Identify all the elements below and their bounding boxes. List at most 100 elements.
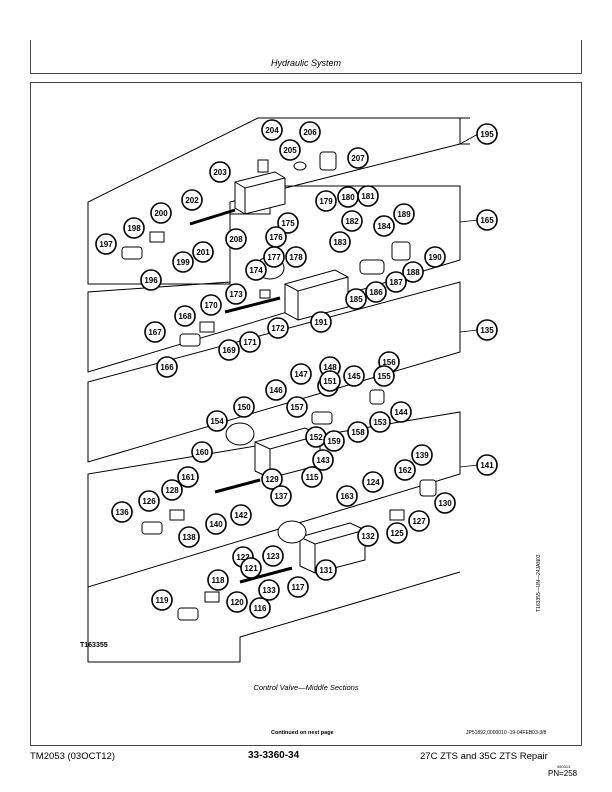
bracket-195	[460, 117, 470, 145]
callout-label: 144	[394, 408, 408, 417]
section-leaders	[459, 133, 479, 468]
oring-205	[293, 161, 307, 171]
callout-label: 208	[229, 235, 243, 244]
callout-127: 127	[408, 510, 430, 532]
spool-122	[239, 566, 293, 584]
callout-label: 141	[480, 461, 494, 470]
section-135-outline	[87, 281, 461, 463]
callout-label: 159	[327, 437, 341, 446]
callout-142: 142	[230, 504, 252, 526]
callout-183: 183	[329, 231, 351, 253]
callout-135: 135	[476, 319, 498, 341]
callout-label: 160	[195, 448, 209, 457]
callout-163: 163	[336, 485, 358, 507]
callout-label: 118	[212, 576, 225, 585]
callout-label: 143	[316, 456, 330, 465]
callout-label: 179	[319, 197, 333, 206]
callout-174: 174	[245, 259, 267, 281]
callout-152: 152	[305, 426, 327, 448]
cap-190	[391, 241, 411, 261]
callout-label: 119	[156, 596, 169, 605]
callout-label: 150	[237, 403, 251, 412]
callout-label: 204	[265, 126, 279, 135]
callout-169: 169	[218, 339, 240, 361]
callout-155: 155	[373, 365, 395, 387]
callout-label: 180	[341, 193, 355, 202]
callout-label: 191	[314, 318, 328, 327]
callout-207: 207	[347, 147, 369, 169]
callout-182: 182	[341, 210, 363, 232]
callout-label: 122	[236, 553, 250, 562]
callout-161: 161	[177, 466, 199, 488]
fitting-184	[359, 259, 385, 275]
callout-label: 137	[274, 492, 288, 501]
callout-label: 148	[323, 363, 337, 372]
callout-label: 115	[306, 473, 319, 482]
callout-123: 123	[262, 545, 284, 567]
callout-label: 207	[351, 154, 365, 163]
page-number: 33-3360-34	[248, 750, 300, 761]
callout-label: 196	[144, 276, 158, 285]
spool-202	[189, 208, 236, 226]
callout-label: 201	[196, 248, 210, 257]
manual-title: 27C ZTS and 35C ZTS Repair	[420, 751, 548, 762]
callout-162: 162	[394, 459, 416, 481]
callout-125: 125	[386, 522, 408, 544]
callout-199: 199	[172, 251, 194, 273]
callout-158: 158	[347, 421, 369, 443]
callout-label: 136	[115, 508, 129, 517]
document-id: JP51892,0000010 -19-04FEB03-3/8	[466, 730, 547, 736]
cap-138	[141, 521, 163, 535]
callout-184: 184	[373, 215, 395, 237]
callout-175: 175	[277, 212, 299, 234]
callout-170: 170	[200, 294, 222, 316]
gasket-124	[277, 520, 307, 544]
callout-label: 181	[361, 192, 375, 201]
callout-153: 153	[369, 411, 391, 433]
callout-label: 162	[398, 466, 412, 475]
callout-label: 165	[480, 216, 494, 225]
callout-185: 185	[345, 288, 367, 310]
callout-label: 126	[142, 497, 156, 506]
callout-label: 147	[294, 370, 308, 379]
callout-190: 190	[424, 246, 446, 268]
callout-label: 168	[178, 312, 192, 321]
callout-label: 121	[244, 564, 258, 573]
callout-176: 176	[265, 226, 287, 248]
callout-208: 208	[225, 228, 247, 250]
callout-label: 172	[271, 324, 285, 333]
callout-150: 150	[233, 396, 255, 418]
callout-label: 203	[213, 168, 227, 177]
callout-178: 178	[285, 246, 307, 268]
callout-151: 151	[319, 370, 341, 392]
callout-label: 146	[269, 386, 283, 395]
callout-128: 128	[161, 479, 183, 501]
callout-124: 124	[362, 471, 384, 493]
callout-label: 205	[283, 146, 297, 155]
callout-126: 126	[138, 490, 160, 512]
spring-198	[149, 231, 165, 243]
callout-196: 196	[140, 269, 162, 291]
callout-label: 200	[154, 209, 168, 218]
callout-173: 173	[225, 283, 247, 305]
callout-204: 204	[261, 119, 283, 141]
callout-label: 151	[323, 377, 337, 386]
callout-label: 171	[243, 338, 257, 347]
callout-label: 157	[290, 403, 304, 412]
callout-label: 183	[333, 238, 347, 247]
callout-label: 188	[406, 268, 420, 277]
callout-label: 132	[361, 532, 375, 541]
callout-116: 116	[249, 597, 271, 619]
callout-label: 177	[267, 253, 281, 262]
callout-138: 138	[178, 526, 200, 548]
callout-167: 167	[144, 321, 166, 343]
callout-label: 123	[266, 552, 280, 561]
footer-code: 060313	[557, 764, 571, 769]
callout-159: 159	[323, 430, 345, 452]
callout-label: 127	[412, 517, 426, 526]
section-195-outline	[87, 117, 461, 285]
callout-label: 189	[397, 210, 411, 219]
callout-166: 166	[156, 356, 178, 378]
cap-157	[369, 389, 385, 405]
